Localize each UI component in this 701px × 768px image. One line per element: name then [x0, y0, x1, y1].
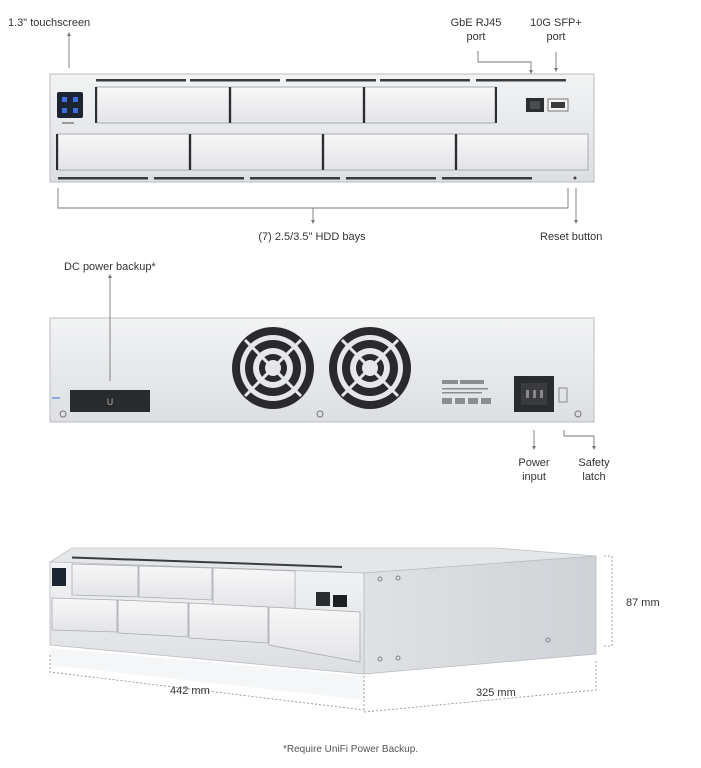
safety-latch-label: Safety latch	[578, 457, 610, 483]
svg-text:U: U	[107, 398, 114, 408]
touchscreen-label: 1.3" touchscreen	[8, 17, 91, 29]
reset-button-hole	[573, 176, 577, 180]
sfp-port-label: 10G SFP+ port	[530, 17, 582, 43]
front-view	[49, 73, 595, 183]
height-dimension: 87 mm	[626, 597, 660, 609]
dimension-lines	[49, 555, 613, 713]
dc-backup-port	[70, 390, 150, 412]
fan-right	[329, 327, 411, 409]
gbe-port-label: GbE RJ45 port	[450, 17, 502, 43]
dc-power-backup-label: DC power backup*	[64, 261, 156, 273]
power-input-label: Power input	[518, 457, 550, 483]
safety-latch-part	[558, 387, 568, 403]
touchscreen-display	[57, 92, 83, 118]
hdd-bays-label: (7) 2.5/3.5" HDD bays	[258, 231, 366, 243]
footnote: *Require UniFi Power Backup.	[282, 744, 419, 755]
front-callouts	[57, 36, 577, 220]
perspective-view	[48, 547, 597, 700]
rear-callouts	[109, 278, 595, 446]
fan-left	[232, 327, 314, 409]
rear-view: U	[49, 317, 595, 423]
depth-dimension: 325 mm	[476, 687, 516, 699]
reset-button-label: Reset button	[540, 231, 603, 243]
width-dimension: 442 mm	[170, 685, 210, 697]
